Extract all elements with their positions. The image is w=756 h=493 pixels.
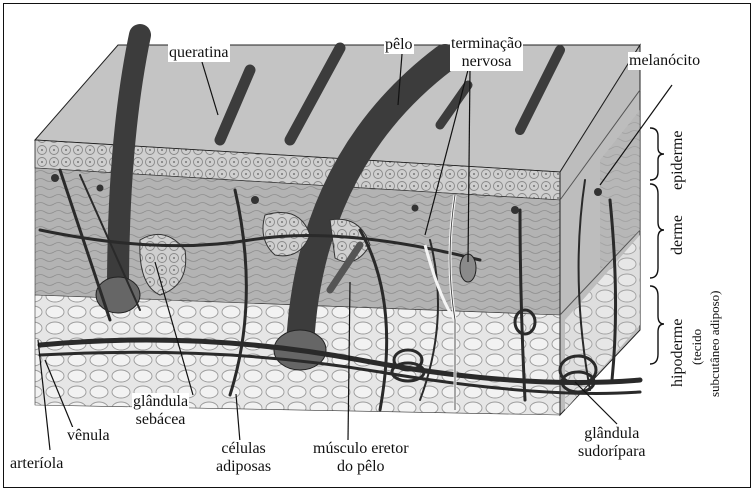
brace-epiderme [650, 128, 664, 180]
label-terminacao-line2: nervosa [451, 53, 522, 71]
label-celulas-line2: adiposas [216, 458, 271, 476]
label-glandula-sebacea-line2: sebácea [133, 411, 188, 429]
label-glandula-sudoripara-line1: glândula [578, 425, 646, 443]
label-arteriola: arteríola [9, 455, 64, 473]
label-terminacao-line1: terminação [451, 35, 522, 53]
label-musculo-eretor: músculo eretor do pêlo [312, 440, 410, 476]
label-pelo: pêlo [384, 36, 414, 54]
label-tecido: (tecido [689, 329, 705, 365]
label-glandula-sudoripara-line2: sudorípara [578, 443, 646, 461]
layer-braces [650, 128, 664, 364]
brace-derme [650, 184, 664, 278]
label-glandula-sudoripara: glândula sudorípara [577, 425, 647, 461]
label-celulas-line1: células [216, 440, 271, 458]
label-subcutaneo: subcutâneo adiposo) [707, 290, 723, 397]
label-terminacao-nervosa: terminação nervosa [450, 35, 523, 71]
label-musculo-line2: do pêlo [313, 458, 409, 476]
label-glandula-sebacea-line1: glândula [133, 393, 188, 411]
label-celulas-adiposas: células adiposas [215, 440, 272, 476]
label-musculo-line1: músculo eretor [313, 440, 409, 458]
label-melanocito: melanócito [628, 52, 701, 70]
brace-hipoderme [650, 286, 664, 364]
label-hipoderme: hipoderme [670, 319, 686, 387]
label-queratina: queratina [168, 44, 230, 62]
label-derme: derme [670, 215, 686, 255]
label-venula: vênula [66, 427, 111, 445]
label-glandula-sebacea: glândula sebácea [132, 393, 189, 429]
label-epiderme: epiderme [670, 130, 686, 190]
